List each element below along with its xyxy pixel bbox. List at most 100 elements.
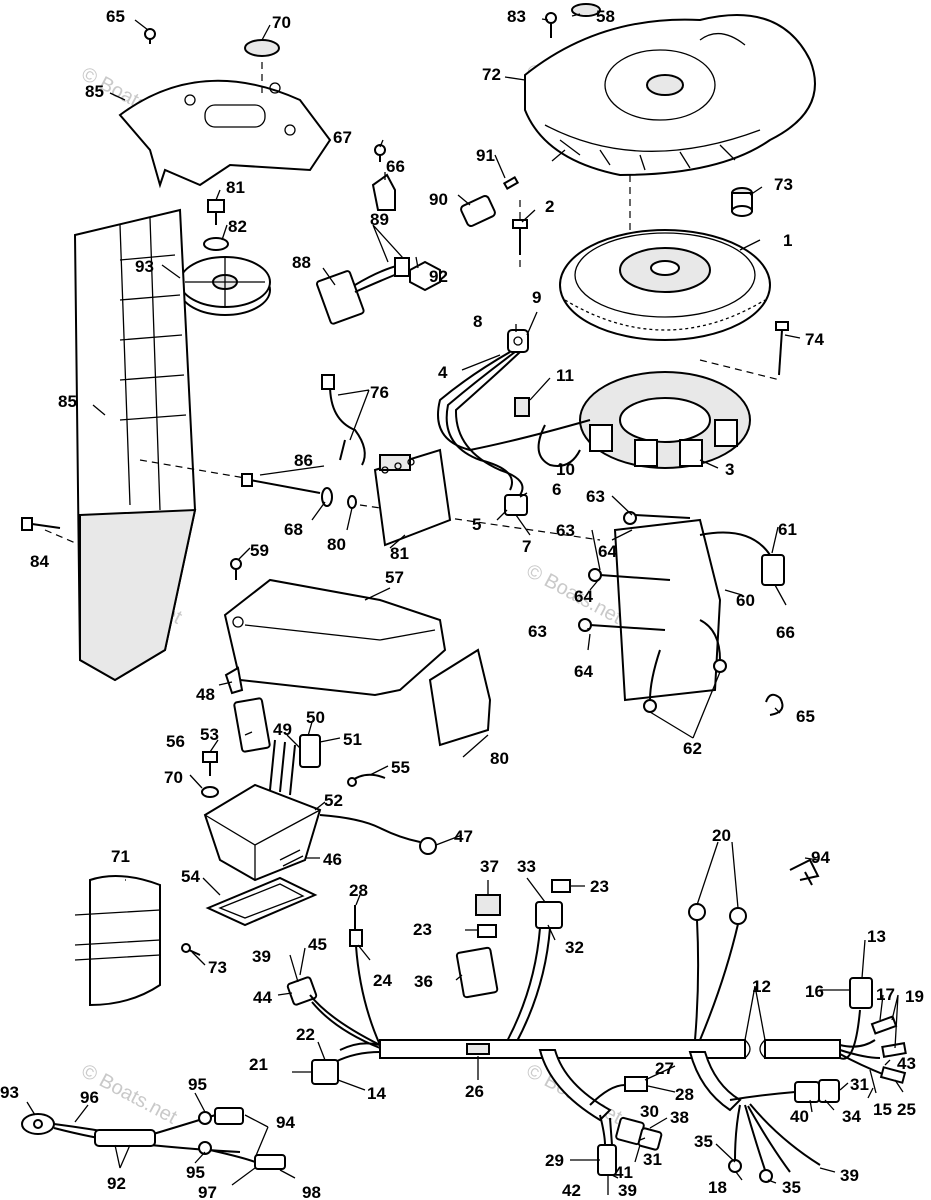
callout: 39 xyxy=(618,1181,637,1200)
clip xyxy=(789,858,820,886)
callout: 60 xyxy=(736,591,755,610)
starter-pulley xyxy=(179,256,271,316)
callout: 57 xyxy=(385,568,404,587)
callout: 55 xyxy=(391,758,410,777)
callout: 84 xyxy=(30,552,49,571)
screw xyxy=(230,558,242,580)
ring-terminal xyxy=(688,903,706,1041)
callout: 31 xyxy=(850,1075,869,1094)
ground-strap xyxy=(319,814,421,843)
callout: 65 xyxy=(796,707,815,726)
callout: 93 xyxy=(0,1083,19,1102)
callout: 93 xyxy=(135,257,154,276)
callout: 62 xyxy=(683,739,702,758)
callout: 1 xyxy=(783,231,792,250)
terminal xyxy=(881,1042,907,1058)
callout: 28 xyxy=(349,881,368,900)
callout: 28 xyxy=(675,1085,694,1104)
screw xyxy=(144,28,156,44)
callout: 82 xyxy=(228,217,247,236)
callout: 46 xyxy=(323,850,342,869)
connector xyxy=(794,1079,840,1103)
connector xyxy=(460,195,496,227)
callout: 94 xyxy=(811,848,830,867)
upper-cover-plate xyxy=(118,62,332,189)
callout: 95 xyxy=(188,1075,207,1094)
terminal xyxy=(870,1015,898,1035)
callout: 73 xyxy=(208,958,227,977)
power-pack xyxy=(203,739,322,882)
callout: 43 xyxy=(897,1054,916,1073)
connector xyxy=(849,977,873,1009)
bolt xyxy=(207,199,225,225)
callout: 92 xyxy=(107,1174,126,1193)
callout: 49 xyxy=(273,720,292,739)
callout: 32 xyxy=(565,938,584,957)
connector xyxy=(286,976,318,1006)
callout: 39 xyxy=(252,947,271,966)
callout: 35 xyxy=(694,1132,713,1151)
bolt xyxy=(202,751,218,776)
callout: 81 xyxy=(390,544,409,563)
callout: 29 xyxy=(545,1151,564,1170)
fuse xyxy=(477,924,497,938)
callout: 76 xyxy=(370,383,389,402)
callout: 88 xyxy=(292,253,311,272)
callout: 66 xyxy=(386,157,405,176)
callout: 10 xyxy=(556,460,575,479)
strap xyxy=(765,693,784,716)
switch xyxy=(316,257,410,325)
callout: 70 xyxy=(272,13,291,32)
fuse xyxy=(475,894,501,916)
callout: 26 xyxy=(465,1082,484,1101)
connector xyxy=(299,734,321,768)
callout: 4 xyxy=(438,363,448,382)
grommet xyxy=(244,39,280,57)
callout: 12 xyxy=(752,977,771,996)
battery-cable xyxy=(21,1107,286,1170)
callout: 64 xyxy=(574,587,593,606)
callout: 48 xyxy=(196,685,215,704)
washer xyxy=(321,487,333,507)
callout: 74 xyxy=(805,330,824,349)
callout: 44 xyxy=(253,988,272,1007)
callout: 36 xyxy=(414,972,433,991)
callout: 9 xyxy=(532,288,541,307)
spark-plug-lead xyxy=(321,374,366,466)
callout: 67 xyxy=(333,128,352,147)
callout: 45 xyxy=(308,935,327,954)
callout: 81 xyxy=(226,178,245,197)
callout: 16 xyxy=(805,982,824,1001)
washer xyxy=(203,237,229,251)
fuse-holder xyxy=(455,946,499,999)
callout: 70 xyxy=(164,768,183,787)
callout: 31 xyxy=(643,1150,662,1169)
strap xyxy=(537,424,581,467)
callout: 22 xyxy=(296,1025,315,1044)
callout: 72 xyxy=(482,65,501,84)
screw xyxy=(181,943,201,956)
flywheel xyxy=(559,229,771,341)
callout: 27 xyxy=(655,1059,674,1078)
callout: 47 xyxy=(454,827,473,846)
connector xyxy=(311,1059,339,1085)
callout: 7 xyxy=(522,537,531,556)
bolt xyxy=(241,473,253,487)
terminal xyxy=(624,1076,648,1092)
callout: 63 xyxy=(586,487,605,506)
callout: 19 xyxy=(905,987,924,1006)
callout: 68 xyxy=(284,520,303,539)
bolt xyxy=(512,219,528,255)
flywheel-cover xyxy=(524,14,816,177)
callout: 13 xyxy=(867,927,886,946)
callout: 35 xyxy=(782,1178,801,1197)
screw xyxy=(21,517,61,531)
callout: 34 xyxy=(842,1107,861,1126)
callout: 21 xyxy=(249,1055,268,1074)
ring-terminal xyxy=(699,907,747,1041)
callout: 80 xyxy=(327,535,346,554)
connector xyxy=(615,1116,663,1151)
clip xyxy=(224,666,244,695)
callouts: 65 70 85 67 66 91 90 81 82 93 88 89 92 8… xyxy=(0,7,924,1200)
